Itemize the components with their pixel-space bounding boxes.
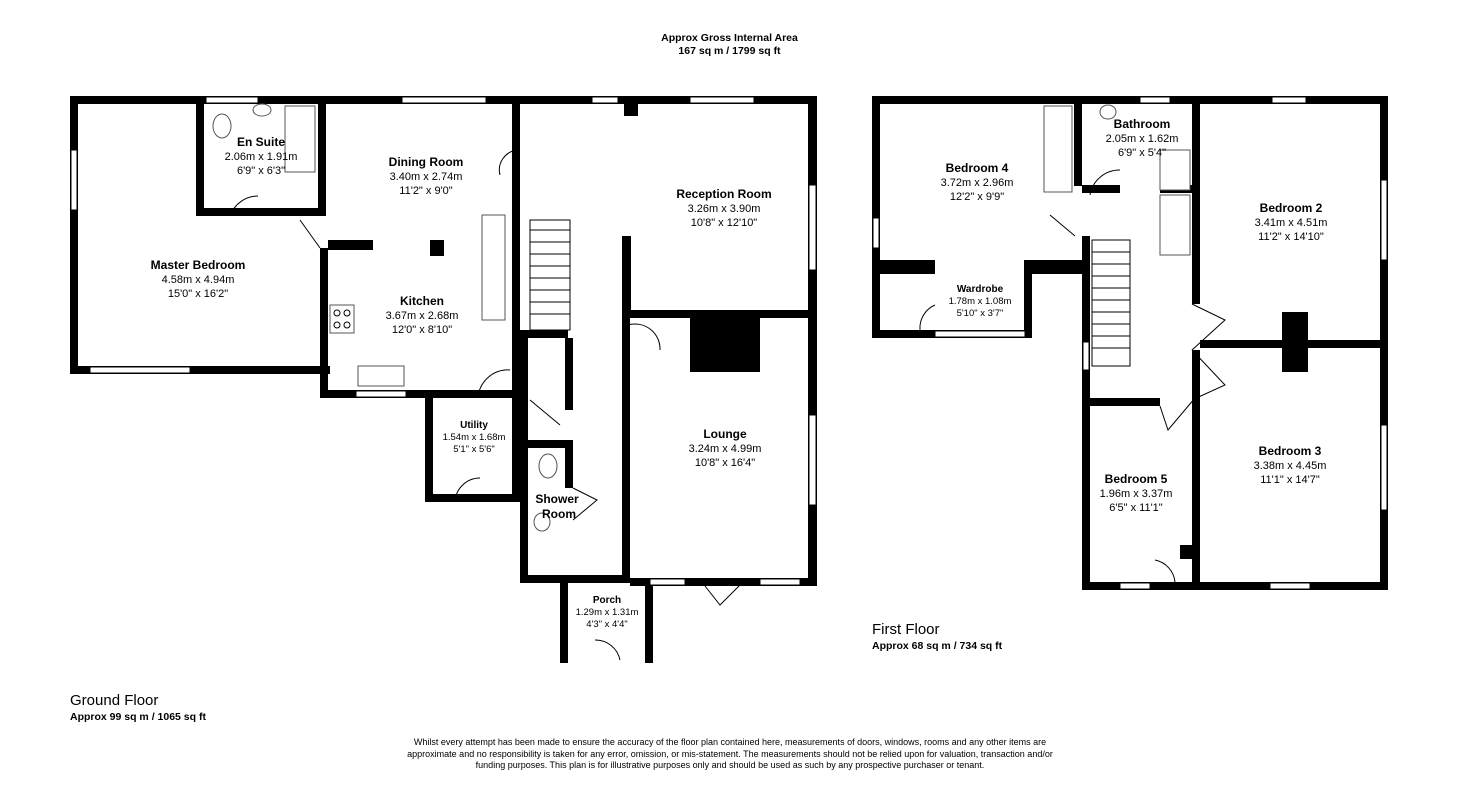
room-utility: Utility 1.54m x 1.68m 5'1" x 5'6" <box>443 420 506 455</box>
room-imperial: 5'10" x 3'7" <box>957 308 1004 319</box>
room-name: Wardrobe <box>957 284 1004 295</box>
room-metric: 3.67m x 2.68m <box>386 310 459 322</box>
room-bathroom: Bathroom 2.05m x 1.62m 6'9" x 5'4" <box>1106 117 1179 159</box>
room-metric: 3.72m x 2.96m <box>941 177 1014 189</box>
room-name: Kitchen <box>400 294 444 308</box>
ground-floor-plan <box>70 96 817 663</box>
room-imperial: 11'2" x 14'10" <box>1258 231 1324 243</box>
room-metric: 3.26m x 3.90m <box>688 203 761 215</box>
room-name: Bedroom 2 <box>1260 201 1323 215</box>
room-imperial: 10'8" x 16'4" <box>695 457 755 469</box>
room-name: Bedroom 3 <box>1259 444 1322 458</box>
room-name: Shower <box>535 492 579 506</box>
room-imperial: 10'8" x 12'10" <box>691 217 758 229</box>
floor-name: First Floor <box>872 621 940 638</box>
room-metric: 4.58m x 4.94m <box>162 274 235 286</box>
room-metric: 1.54m x 1.68m <box>443 432 506 443</box>
room-imperial: 6'9" x 5'4" <box>1118 147 1166 159</box>
room-bedroom-5: Bedroom 5 1.96m x 3.37m 6'5" x 11'1" <box>1100 472 1173 514</box>
first-floor-caption: First Floor Approx 68 sq m / 734 sq ft <box>872 621 1002 652</box>
room-bedroom-2: Bedroom 2 3.41m x 4.51m 11'2" x 14'10" <box>1255 201 1328 243</box>
room-metric: 3.24m x 4.99m <box>689 443 762 455</box>
floor-area: Approx 99 sq m / 1065 sq ft <box>70 711 206 723</box>
room-shower-room: Shower Room <box>535 492 579 521</box>
room-imperial: 6'9" x 6'3" <box>237 165 285 177</box>
ground-floor-caption: Ground Floor Approx 99 sq m / 1065 sq ft <box>70 692 206 723</box>
room-bedroom-4: Bedroom 4 3.72m x 2.96m 12'2" x 9'9" <box>941 161 1014 203</box>
disclaimer: Whilst every attempt has been made to en… <box>407 737 1053 770</box>
room-name: Bathroom <box>1114 117 1171 131</box>
first-stairs <box>1091 239 1131 367</box>
room-master-bedroom: Master Bedroom 4.58m x 4.94m 15'0" x 16'… <box>151 258 246 300</box>
room-imperial: 4'3" x 4'4" <box>586 619 628 630</box>
room-name: Master Bedroom <box>151 258 246 272</box>
room-en-suite: En Suite 2.06m x 1.91m 6'9" x 6'3" <box>225 135 298 177</box>
room-imperial: 5'1" x 5'6" <box>453 444 495 455</box>
room-wardrobe: Wardrobe 1.78m x 1.08m 5'10" x 3'7" <box>949 284 1012 319</box>
room-metric: 2.05m x 1.62m <box>1106 133 1179 145</box>
room-imperial: 11'1" x 14'7" <box>1260 474 1320 486</box>
room-name: En Suite <box>237 135 285 149</box>
room-kitchen: Kitchen 3.67m x 2.68m 12'0" x 8'10" <box>386 294 459 336</box>
room-dining-room: Dining Room 3.40m x 2.74m 11'2" x 9'0" <box>389 155 464 197</box>
room-imperial: 11'2" x 9'0" <box>399 185 452 197</box>
room-bedroom-3: Bedroom 3 3.38m x 4.45m 11'1" x 14'7" <box>1254 444 1327 486</box>
room-imperial: 12'2" x 9'9" <box>950 191 1004 203</box>
room-reception-room: Reception Room 3.26m x 3.90m 10'8" x 12'… <box>676 187 771 229</box>
room-name: Bedroom 5 <box>1105 472 1168 486</box>
gross-internal-area: Approx Gross Internal Area 167 sq m / 17… <box>0 32 1459 58</box>
room-porch: Porch 1.29m x 1.31m 4'3" x 4'4" <box>576 595 639 630</box>
room-lounge: Lounge 3.24m x 4.99m 10'8" x 16'4" <box>689 427 762 469</box>
room-imperial: 15'0" x 16'2" <box>168 288 228 300</box>
room-name-line2: Room <box>542 507 576 521</box>
gross-area-value: 167 sq m / 1799 sq ft <box>678 45 781 57</box>
room-name: Reception Room <box>676 187 771 201</box>
room-metric: 1.78m x 1.08m <box>949 296 1012 307</box>
room-metric: 3.38m x 4.45m <box>1254 460 1327 472</box>
floor-area: Approx 68 sq m / 734 sq ft <box>872 640 1003 652</box>
room-imperial: 12'0" x 8'10" <box>392 324 452 336</box>
room-imperial: 6'5" x 11'1" <box>1109 502 1162 514</box>
room-name: Utility <box>460 420 488 431</box>
room-metric: 3.41m x 4.51m <box>1255 217 1328 229</box>
room-metric: 3.40m x 2.74m <box>390 171 463 183</box>
room-name: Porch <box>593 595 621 606</box>
first-floor-plan <box>872 96 1388 590</box>
floor-name: Ground Floor <box>70 692 159 709</box>
room-name: Lounge <box>703 427 747 441</box>
room-metric: 1.96m x 3.37m <box>1100 488 1173 500</box>
room-name: Dining Room <box>389 155 464 169</box>
gross-area-title: Approx Gross Internal Area <box>661 32 798 44</box>
room-name: Bedroom 4 <box>946 161 1009 175</box>
room-metric: 2.06m x 1.91m <box>225 151 298 163</box>
ground-stairs <box>529 219 571 331</box>
room-metric: 1.29m x 1.31m <box>576 607 639 618</box>
